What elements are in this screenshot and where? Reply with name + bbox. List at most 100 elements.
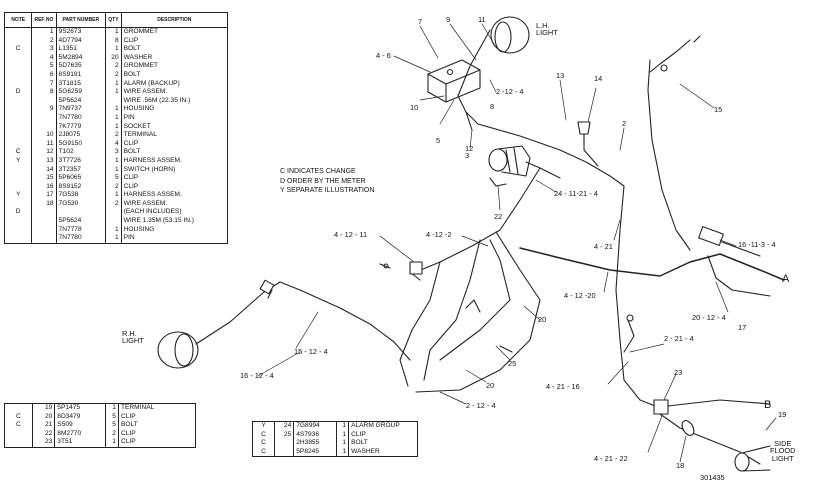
cell-note <box>4 429 33 439</box>
callout-8: 8 <box>490 102 495 111</box>
cell-ref-no: 21 <box>31 421 56 430</box>
cell-ref-no: 14 <box>31 165 57 175</box>
cell-description: TERMINAL <box>117 403 197 413</box>
callout-22: 22 <box>494 212 503 221</box>
callout-5: 5 <box>436 136 441 145</box>
cell-ref-no <box>31 208 57 218</box>
cell-note <box>3 96 33 106</box>
cell-note <box>3 53 33 63</box>
cell-part-number: 7N9737 <box>55 105 107 114</box>
cell-note: C <box>251 430 276 440</box>
backup-alarm-icon <box>427 59 481 103</box>
cell-qty: 2 <box>104 429 119 439</box>
cell-ref-no: 22 <box>31 429 56 439</box>
cell-qty: 1 <box>336 439 350 448</box>
cell-note <box>3 131 33 140</box>
cell-description: CLIP <box>117 438 197 448</box>
callout-b: B <box>764 399 772 411</box>
cell-ref-no: 2 <box>31 36 57 46</box>
callout-24-11-21-4: 24 - 11-21 - 4 <box>554 189 598 198</box>
header-description: DESCRIPTION <box>120 12 229 28</box>
cell-description: GROMMET <box>120 62 229 71</box>
table-row: D (EACH INCLUDES) <box>3 208 229 218</box>
cell-ref-no <box>31 225 57 235</box>
cell-note <box>3 36 33 46</box>
cell-description: HOUSING <box>120 105 229 114</box>
cell-part-number: 5P5624 <box>55 217 107 226</box>
cell-note: D <box>3 208 33 218</box>
cell-description: HARNESS ASSEM. <box>120 191 229 200</box>
callout-20-12-4: 20 - 12 - 4 <box>692 313 726 322</box>
cell-ref-no: 20 <box>31 412 56 422</box>
cell-part-number: 3T7726 <box>55 156 107 166</box>
callout-23: 23 <box>674 368 683 377</box>
cell-qty: 2 <box>105 62 122 71</box>
cell-qty: 2 <box>105 131 122 140</box>
cell-part-number: 9S2673 <box>55 27 107 37</box>
callout-18: 18 <box>676 461 685 470</box>
cell-qty: 1 <box>336 421 350 431</box>
callout-2-12-4-bottom: 2 - 12 - 4 <box>466 401 496 410</box>
callout-4-12-20: 4 - 12 -20 <box>564 291 596 300</box>
cell-ref-no <box>31 234 57 244</box>
cell-description: CLIP <box>120 139 229 149</box>
cell-note <box>3 165 33 175</box>
horn-switch-icon <box>577 121 599 167</box>
side-flood-light-icon <box>734 445 771 472</box>
cell-part-number: S509 <box>54 421 106 430</box>
cell-description: (EACH INCLUDES) <box>120 208 229 218</box>
callout-2-21-4: 2 - 21 - 4 <box>664 334 694 343</box>
cell-description: CLIP <box>117 429 197 439</box>
cell-ref-no: 17 <box>31 191 57 200</box>
cell-note <box>4 403 33 413</box>
cell-ref-no <box>31 96 57 106</box>
label-rh-light: R.H. LIGHT <box>122 329 144 346</box>
cell-part-number: 2J8075 <box>55 131 107 140</box>
callout-16-11-3-4: 16 -11-3 - 4 <box>738 240 776 249</box>
callout-10: 10 <box>410 103 419 112</box>
cell-part-number: 8S9191 <box>55 70 107 80</box>
cell-part-number: 8S9152 <box>55 182 107 192</box>
cell-description: PIN <box>120 113 229 123</box>
cell-part-number: L1351 <box>55 45 107 54</box>
cell-note <box>3 62 33 71</box>
cell-qty: 1 <box>105 122 122 132</box>
clip-23-icon <box>653 399 771 415</box>
cell-qty: 5 <box>105 174 122 183</box>
cell-note <box>4 438 33 448</box>
right-connector-icon <box>698 226 761 257</box>
cell-qty: 1 <box>104 438 119 448</box>
cell-qty: 1 <box>105 156 122 166</box>
cell-qty: 5 <box>104 412 119 422</box>
cell-qty: 2 <box>105 182 122 192</box>
cell-ref-no: 11 <box>31 139 57 149</box>
cell-note: Y <box>251 421 276 431</box>
callout-2: 2 <box>622 119 627 128</box>
callout-a: A <box>782 273 790 285</box>
cell-description: CLIP <box>120 174 229 183</box>
cell-ref-no: 19 <box>31 403 56 413</box>
cell-part-number: 5G6259 <box>55 88 107 97</box>
cell-ref-no: 18 <box>31 199 57 209</box>
cell-ref-no: 24 <box>274 421 295 431</box>
cell-part-number: 3T51 <box>54 438 106 448</box>
cell-note: Y <box>3 191 33 200</box>
cell-description: CLIP <box>120 182 229 192</box>
cell-note <box>3 234 33 244</box>
